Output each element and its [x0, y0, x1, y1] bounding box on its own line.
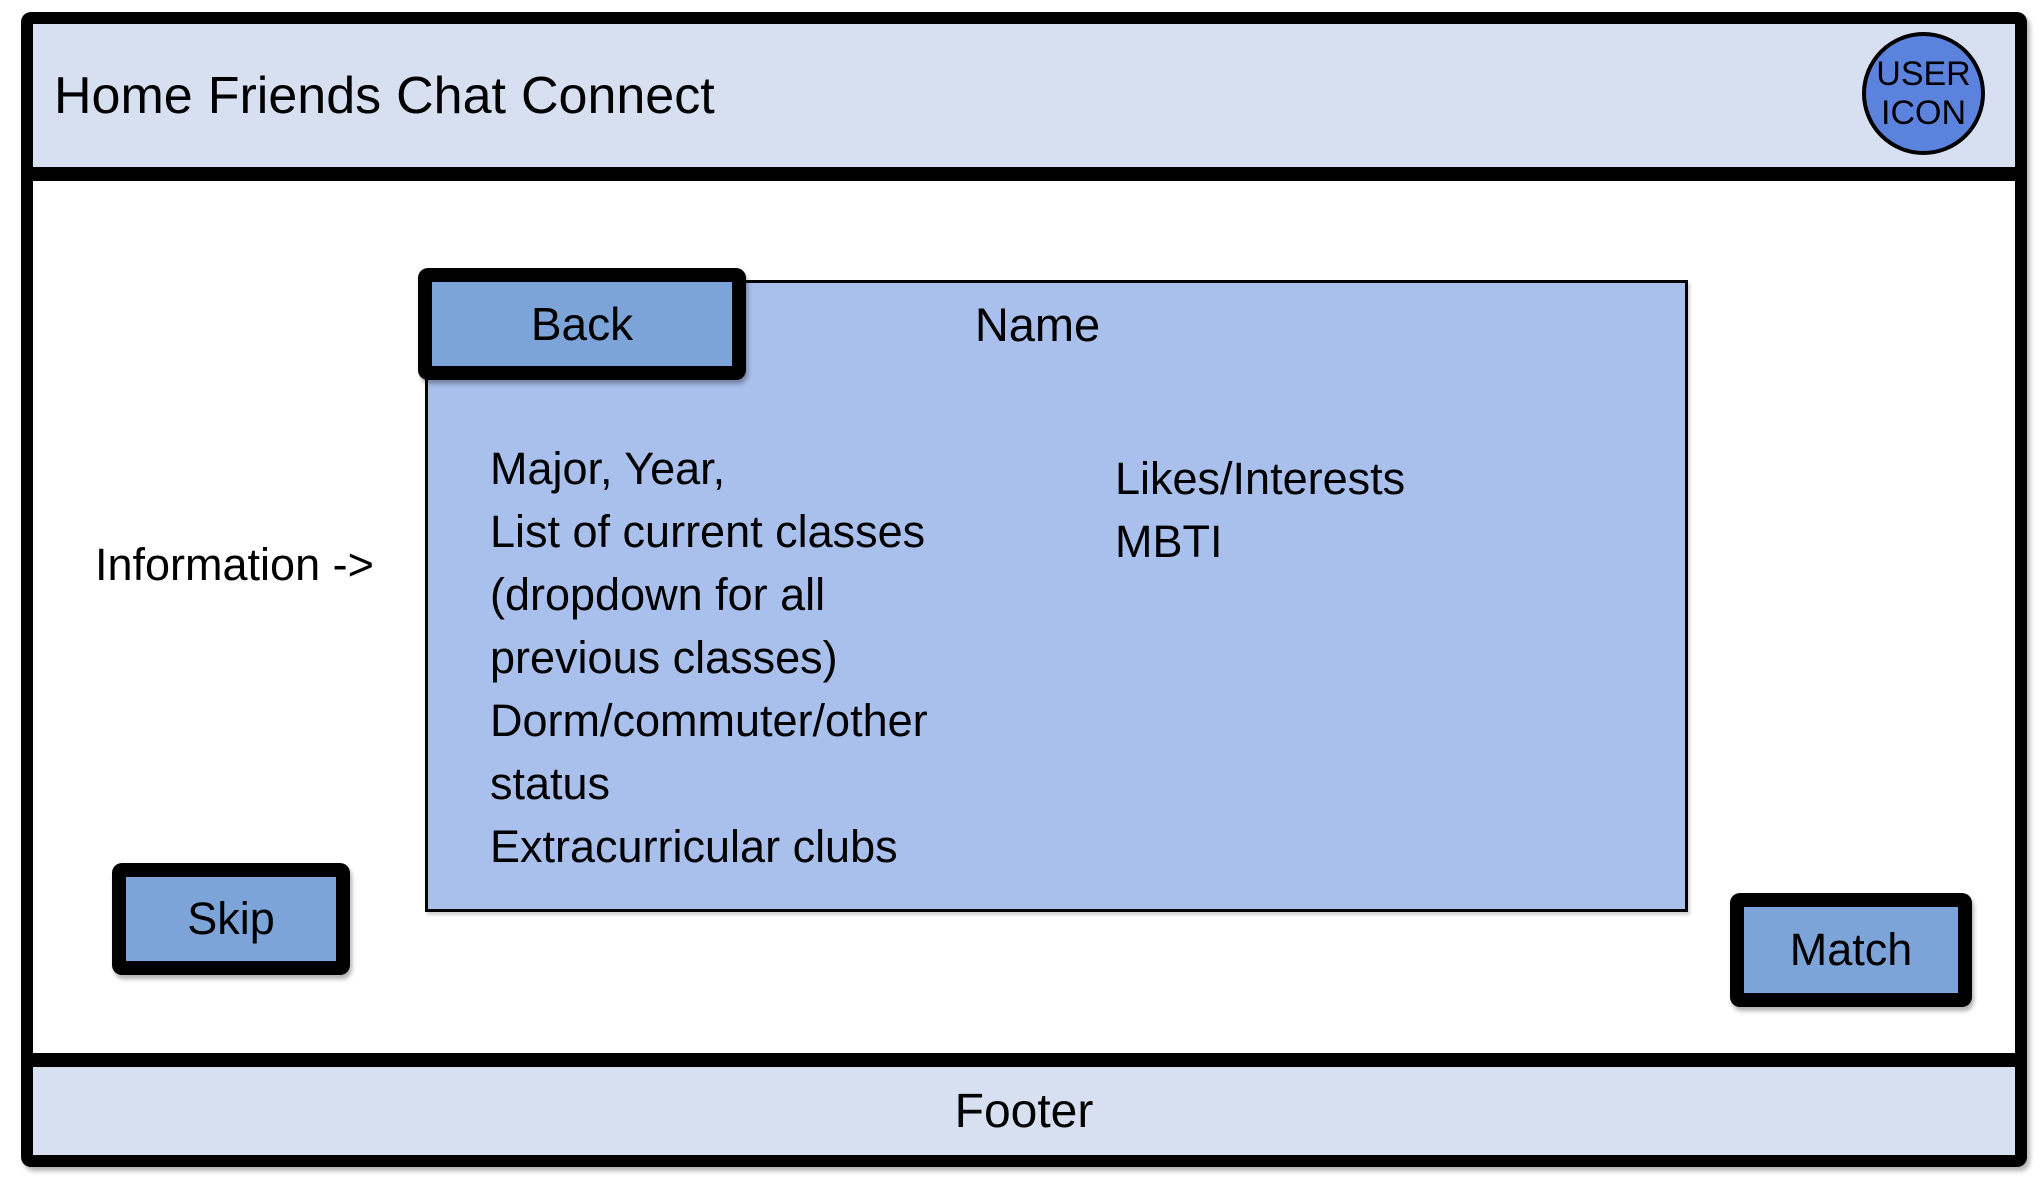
information-annotation: Information ->: [95, 539, 374, 590]
profile-name-label: Name: [974, 298, 1101, 351]
nav-item-chat[interactable]: Chat: [396, 66, 506, 125]
footer-bar: Footer: [33, 1053, 2015, 1155]
profile-info-left: Major, Year, List of current classes (dr…: [490, 443, 928, 872]
back-button[interactable]: Back: [418, 268, 746, 380]
nav-item-home[interactable]: Home: [54, 66, 193, 125]
user-avatar-icon[interactable]: USER ICON: [1862, 32, 1985, 155]
nav-item-friends[interactable]: Friends: [207, 66, 382, 125]
footer-label: Footer: [954, 1084, 1094, 1138]
nav-item-connect[interactable]: Connect: [520, 66, 715, 125]
skip-button[interactable]: Skip: [112, 863, 350, 975]
match-button[interactable]: Match: [1730, 893, 1972, 1007]
top-nav-bar: Home Friends Chat Connect USER ICON: [33, 24, 2015, 181]
profile-info-right: Likes/Interests MBTI: [1115, 453, 1406, 567]
main-nav: Home Friends Chat Connect: [54, 66, 715, 126]
profile-card: Name Major, Year, List of current classe…: [425, 280, 1688, 912]
